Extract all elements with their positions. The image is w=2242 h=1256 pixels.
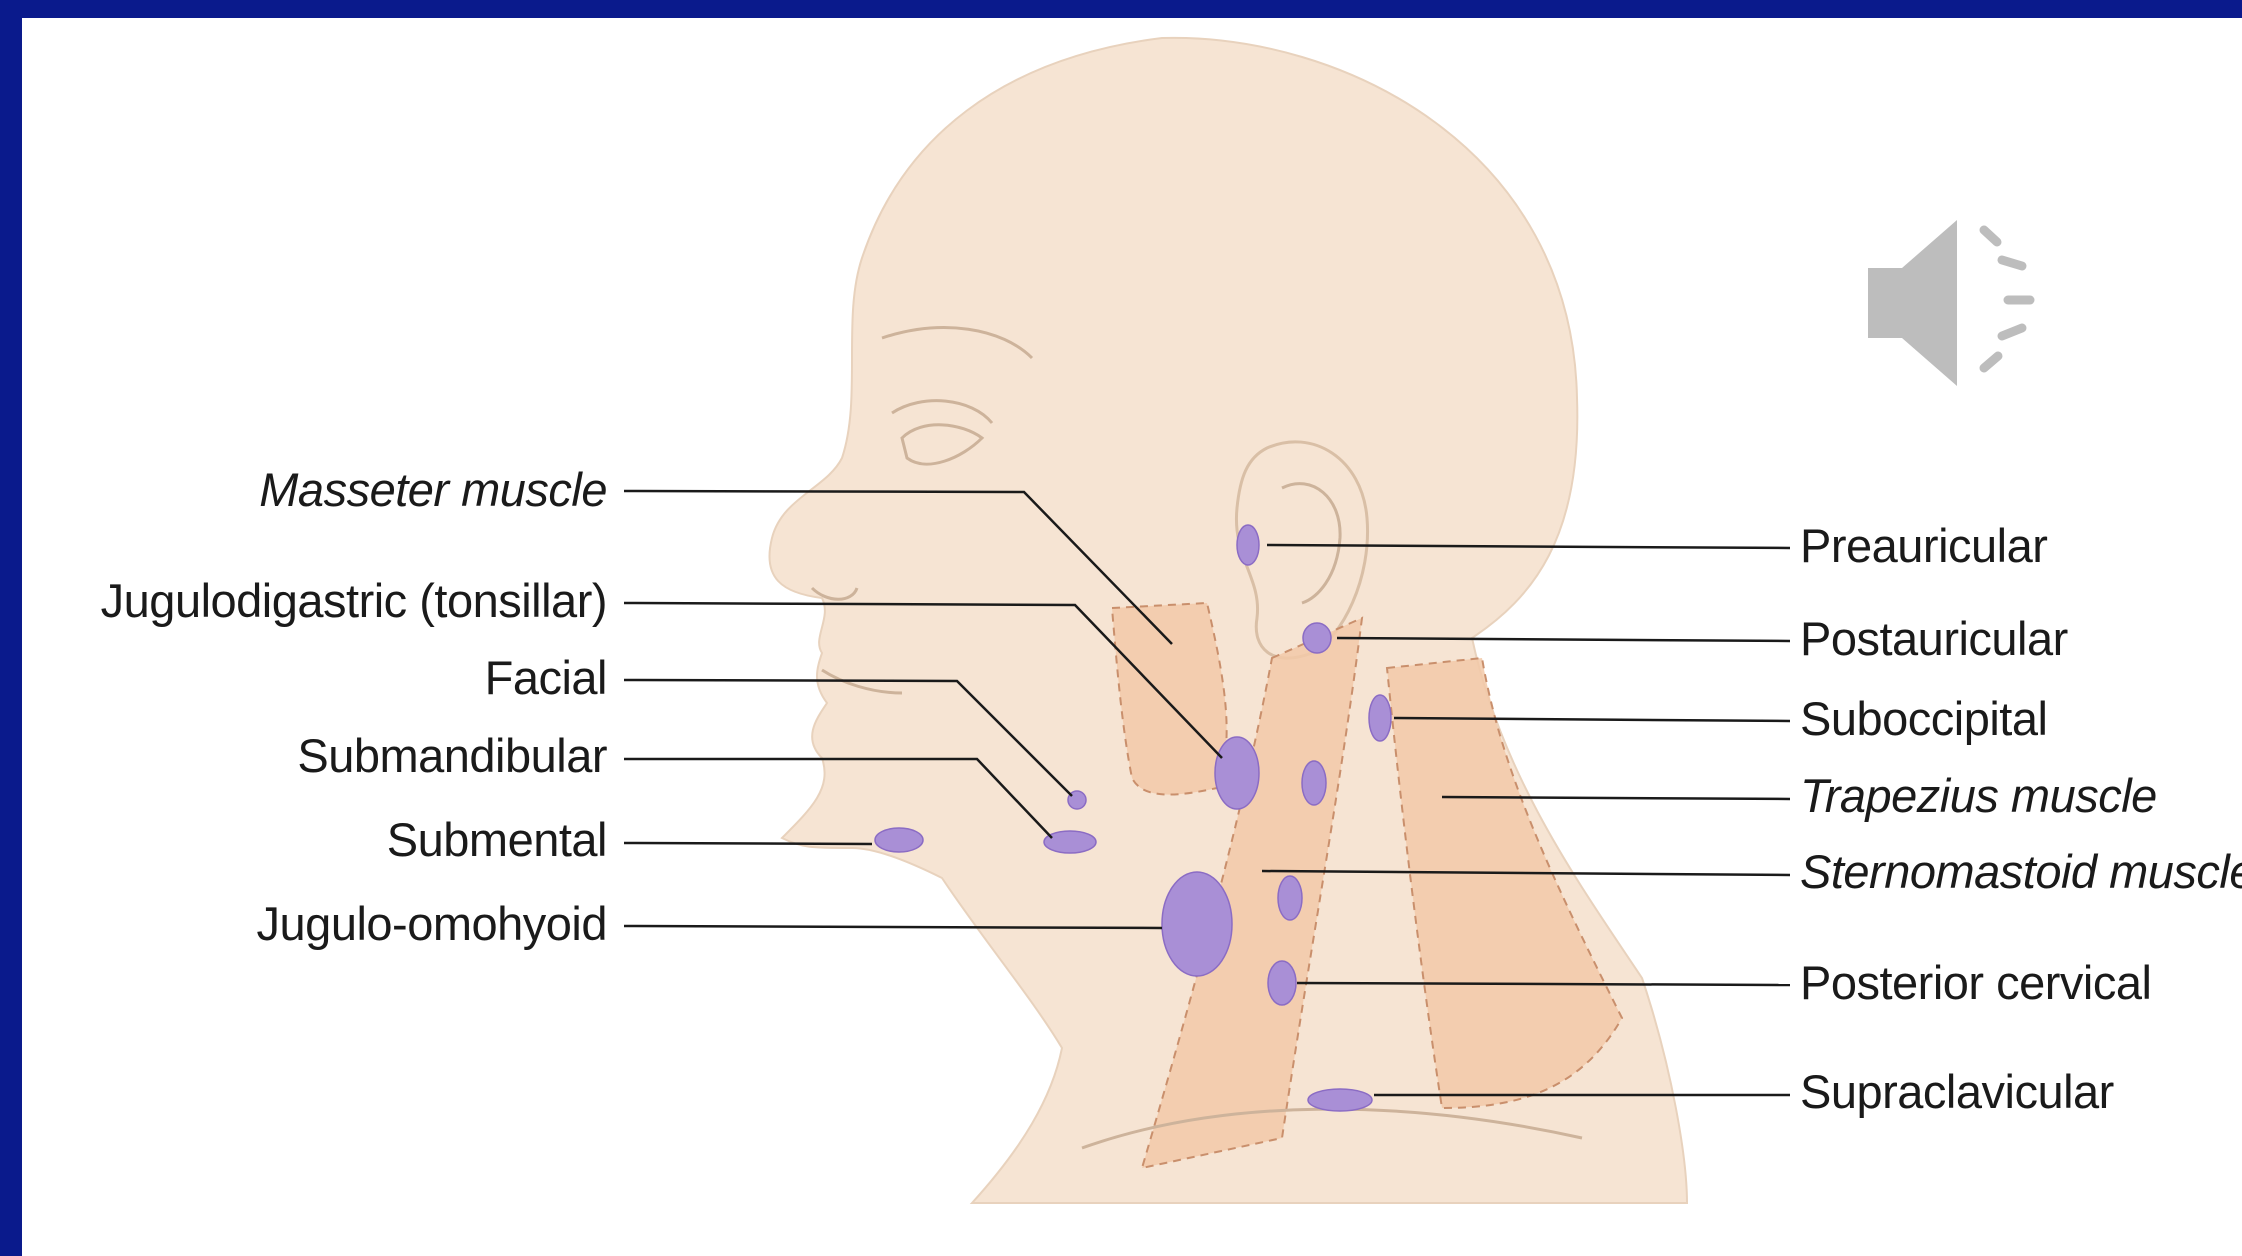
label-preauricular: Preauricular — [1800, 518, 2047, 574]
label-suboccipital: Suboccipital — [1800, 691, 2047, 747]
label-facial: Facial — [485, 650, 607, 706]
label-posterior-cervical: Posterior cervical — [1800, 955, 2151, 1011]
speaker-volume-icon[interactable] — [1862, 208, 2062, 398]
jugulo-omohyoid-node-2 — [1278, 876, 1302, 920]
jugulodigastric-node-2 — [1302, 761, 1326, 805]
label-submental: Submental — [387, 812, 607, 868]
jugulo-omohyoid-node — [1162, 872, 1232, 976]
label-masseter-muscle: Masseter muscle — [259, 462, 607, 518]
label-jugulo-omohyoid: Jugulo-omohyoid — [257, 896, 607, 952]
label-trapezius-muscle: Trapezius muscle — [1800, 768, 2157, 824]
suboccipital-node — [1369, 695, 1391, 741]
label-supraclavicular: Supraclavicular — [1800, 1064, 2114, 1120]
label-sternomastoid-muscle: Sternomastoid muscle — [1800, 844, 2242, 900]
jugulodigastric-node — [1215, 737, 1259, 809]
label-submandibular: Submandibular — [297, 728, 607, 784]
posterior-cervical-node — [1268, 961, 1296, 1005]
slide: Masseter muscle Jugulodigastric (tonsill… — [22, 18, 2242, 1256]
submental-node — [875, 828, 923, 852]
label-jugulodigastric: Jugulodigastric (tonsillar) — [101, 573, 607, 629]
supraclavicular-node — [1308, 1089, 1372, 1111]
postauricular-node — [1303, 623, 1331, 653]
preauricular-node — [1237, 525, 1259, 565]
label-postauricular: Postauricular — [1800, 611, 2068, 667]
leader-submental — [624, 843, 872, 844]
submandibular-node — [1044, 831, 1096, 853]
